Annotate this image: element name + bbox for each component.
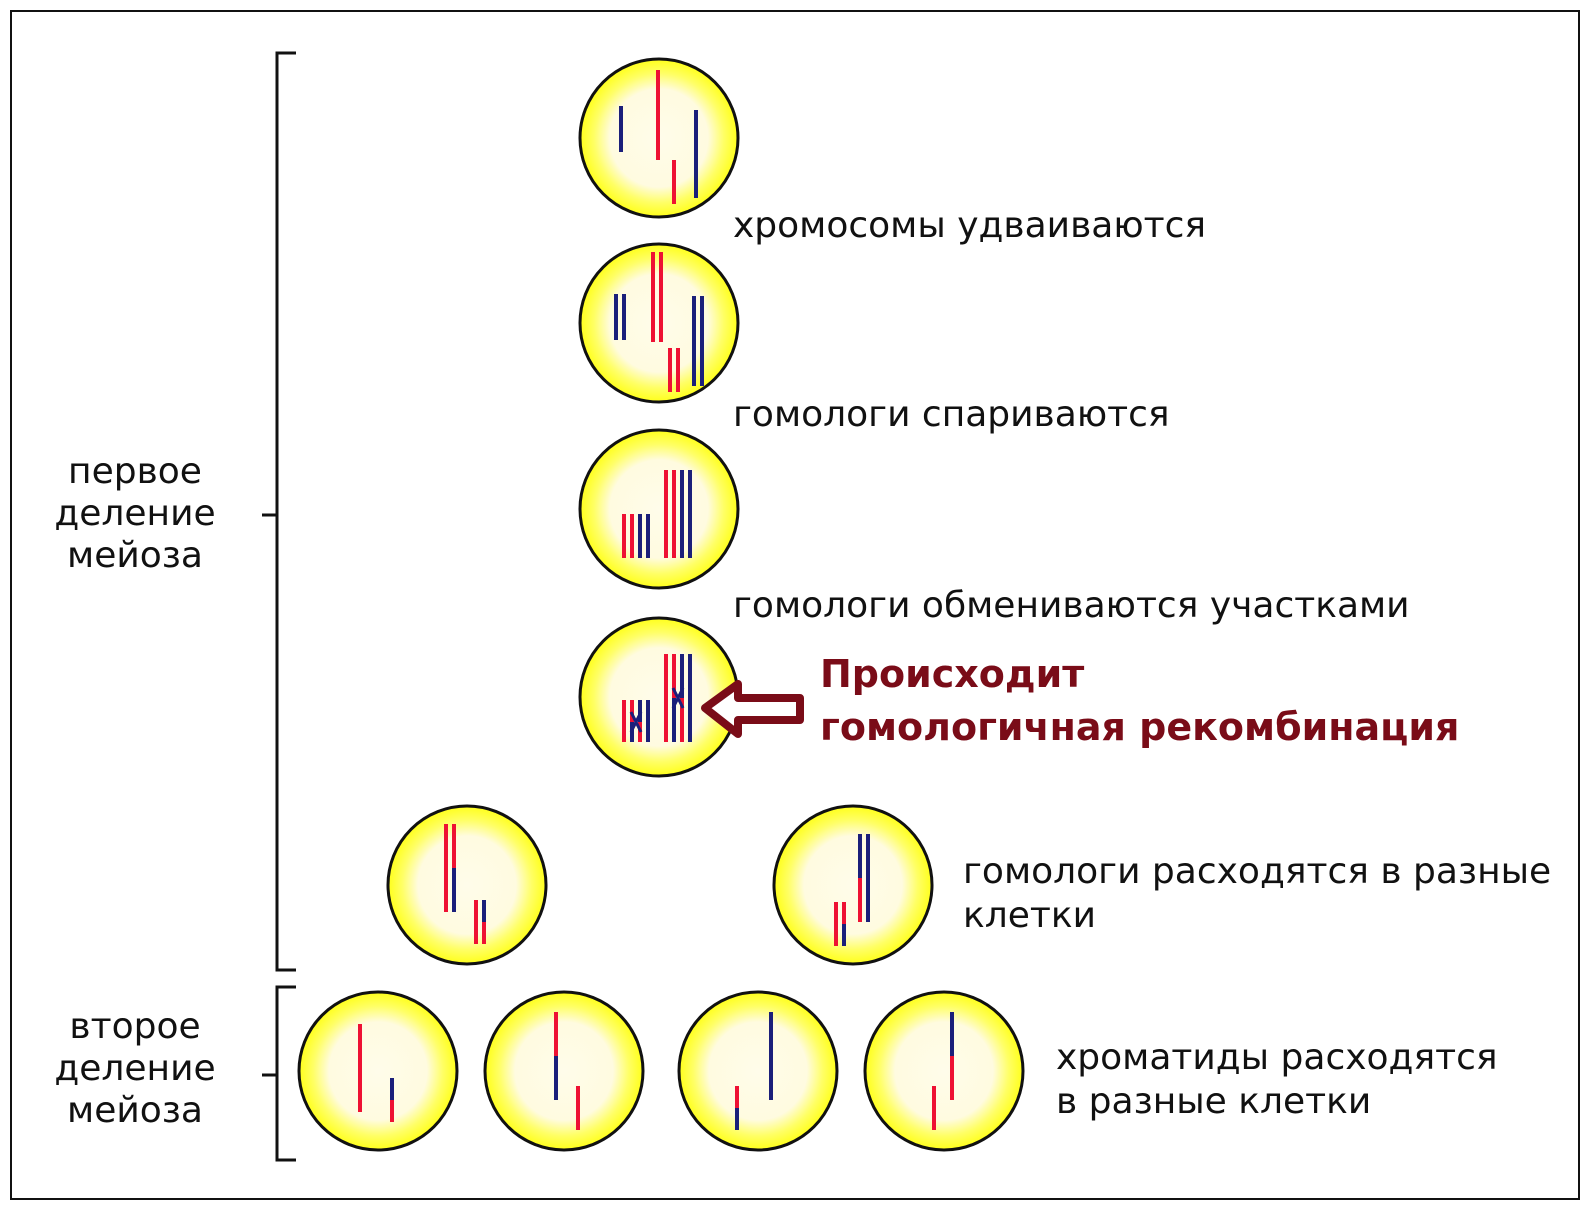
first-division-label: первое деление мейоза xyxy=(54,451,216,576)
chromatid xyxy=(614,294,618,340)
chromatid xyxy=(700,296,704,386)
chromosome xyxy=(619,106,623,152)
chromosome xyxy=(672,160,676,204)
chromatid xyxy=(676,348,680,392)
step-label-1: хромосомы удваиваются xyxy=(733,205,1207,246)
chromatid xyxy=(659,252,663,342)
first-division-bracket xyxy=(262,51,296,972)
step-label-2: гомологи спариваются xyxy=(733,394,1170,435)
cell-6-1 xyxy=(297,990,459,1152)
step-label-5: хроматиды расходятся в разные клетки xyxy=(1056,1037,1498,1122)
cell-5-right xyxy=(772,804,934,966)
chromatid xyxy=(622,294,626,340)
second-division-label: второе деление мейоза xyxy=(54,1006,216,1131)
step-label-4: гомологи расходятся в разные клетки xyxy=(963,851,1552,936)
second-division-bracket xyxy=(262,985,296,1162)
cell-6-4 xyxy=(863,990,1025,1152)
cell-6-2 xyxy=(483,990,645,1152)
chromatid xyxy=(651,252,655,342)
cell-3 xyxy=(578,428,740,590)
step-label-3: гомологи обмениваются участками xyxy=(733,585,1410,626)
chromosome xyxy=(694,110,698,198)
callout-line-2: гомологичная рекомбинация xyxy=(820,705,1460,749)
callout-line-1: Происходит xyxy=(820,652,1085,696)
chromatid xyxy=(692,296,696,386)
cell-2 xyxy=(578,242,740,404)
cell-6-3 xyxy=(677,990,839,1152)
chromosome xyxy=(656,70,660,160)
cell-5-left xyxy=(386,804,548,966)
chromatid xyxy=(668,348,672,392)
left-arrow-icon xyxy=(701,680,804,738)
cell-1 xyxy=(578,57,740,219)
